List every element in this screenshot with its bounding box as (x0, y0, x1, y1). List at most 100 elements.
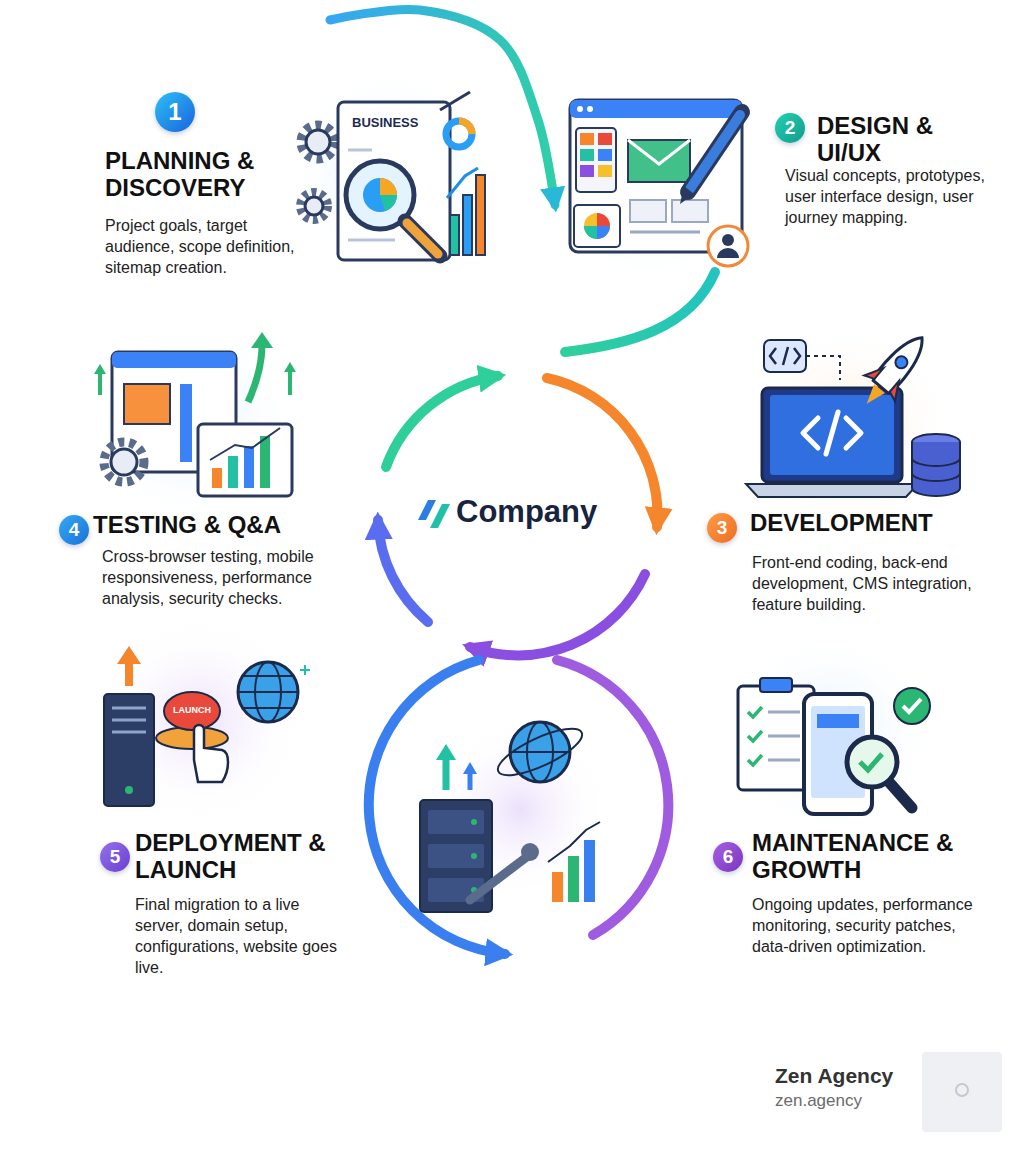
planning-illustration (306, 130, 330, 154)
planning-illustration (407, 223, 438, 254)
maintenance-illustration (894, 688, 930, 724)
infrastructure-illustration (420, 720, 610, 912)
stage-heading: DESIGN & UI/UX (817, 113, 935, 167)
center-brand: Company (456, 494, 597, 530)
deployment-illustration (300, 665, 310, 675)
infrastructure-illustration (510, 751, 570, 753)
planning-illustration (463, 195, 472, 255)
stage-description: Project goals, target audience, scope de… (105, 215, 295, 278)
testing-illustration (210, 428, 280, 460)
deployment-illustration (95, 615, 305, 825)
design-illustration (628, 140, 690, 182)
flow-arrow (330, 9, 555, 205)
design-illustration (680, 186, 694, 204)
logo-mark (418, 500, 450, 528)
testing-illustration (85, 315, 295, 525)
development-illustration (770, 347, 800, 365)
maintenance-illustration (760, 678, 792, 692)
step-number-badge: 2 (775, 113, 805, 143)
deployment-illustration (112, 719, 146, 722)
deployment-illustration (238, 662, 298, 722)
stage-block: DEVELOPMENT Front-end coding, back-end de… (700, 330, 1015, 630)
stage-heading: DEVELOPMENT (750, 510, 1005, 537)
maintenance-illustration (889, 782, 912, 808)
development-illustration (770, 395, 894, 475)
design-illustration (598, 133, 612, 145)
cycle-arrows (369, 660, 505, 954)
step-number: 3 (707, 513, 737, 543)
testing-illustration (94, 364, 106, 374)
development-illustration (745, 325, 960, 535)
stage-description: Visual concepts, prototypes, user interf… (785, 165, 1010, 228)
development-illustration (806, 356, 840, 380)
deployment-illustration (164, 692, 220, 730)
stage-block: PLANNING & DISCOVERY Project goals, targe… (100, 20, 480, 302)
planning-illustration (338, 102, 450, 260)
maintenance-illustration (725, 630, 935, 840)
maintenance-illustration (860, 754, 882, 770)
planning-illustration (380, 195, 397, 211)
stage-description: Final migration to a live server, domain… (135, 894, 340, 978)
footer-logo-box (922, 1052, 1002, 1132)
planning-illustration (405, 221, 440, 256)
cycle-arrows (378, 520, 428, 622)
development-illustration (745, 325, 955, 535)
design-illustration (597, 226, 610, 239)
stage-block: MAINTENANCE & GROWTH Ongoing updates, per… (700, 650, 1010, 990)
design-illustration (580, 165, 594, 177)
design-illustration (598, 149, 612, 161)
stage-block: DEPLOYMENT & LAUNCH Final migration to a … (95, 650, 345, 987)
step-number-badge: 1 (155, 92, 195, 132)
deployment-illustration (194, 725, 228, 782)
design-illustration (690, 115, 740, 189)
infrastructure-illustration (443, 756, 450, 790)
infrastructure-illustration (428, 810, 484, 834)
design-illustration (584, 226, 597, 239)
planning-illustration (363, 178, 397, 212)
design-illustration (598, 165, 612, 177)
stage-heading: MAINTENANCE & GROWTH (752, 830, 992, 884)
testing-illustration (180, 384, 192, 462)
development-illustration (912, 458, 960, 481)
development-illustration (861, 384, 885, 408)
testing-illustration (228, 456, 238, 488)
testing-illustration (248, 345, 262, 402)
step-number-badge: 6 (713, 842, 743, 872)
planning-illustration (447, 168, 478, 198)
maintenance-illustration (725, 630, 935, 840)
infrastructure-illustration (471, 853, 477, 859)
infrastructure-illustration (492, 720, 587, 784)
step-number: 6 (713, 842, 743, 872)
agency-name: Zen Agency (775, 1064, 893, 1088)
testing-illustration (104, 442, 144, 482)
step-number: 4 (59, 515, 89, 545)
stage-heading: PLANNING & DISCOVERY (105, 148, 295, 202)
footer-logo-box (956, 1084, 968, 1096)
step-number-badge: 5 (100, 842, 130, 872)
design-illustration (584, 213, 610, 239)
maintenance-illustration (847, 737, 897, 787)
stage-description: Front-end coding, back-end development, … (752, 552, 1010, 615)
deployment-illustration (243, 676, 293, 708)
step-number-badge: 3 (707, 513, 737, 543)
maintenance-illustration (817, 714, 859, 728)
planning-illustration (446, 121, 472, 147)
step-number-badge: 4 (59, 515, 89, 545)
development-illustration (762, 388, 902, 482)
design-illustration (708, 226, 748, 266)
planning-illustration (301, 125, 335, 159)
stage-heading: DEPLOYMENT & LAUNCH (135, 830, 340, 884)
maintenance-illustration (768, 712, 800, 760)
deployment-illustration (125, 786, 133, 794)
design-illustration (628, 140, 690, 164)
infrastructure-illustration (568, 856, 579, 902)
stage-description: Ongoing updates, performance monitoring,… (752, 894, 982, 957)
design-illustration (580, 133, 594, 145)
infrastructure-illustration (436, 744, 456, 760)
maintenance-illustration (903, 699, 921, 712)
testing-illustration (85, 315, 296, 525)
planning-illustration (380, 178, 397, 195)
design-illustration (545, 80, 755, 290)
infrastructure-illustration (552, 872, 563, 902)
